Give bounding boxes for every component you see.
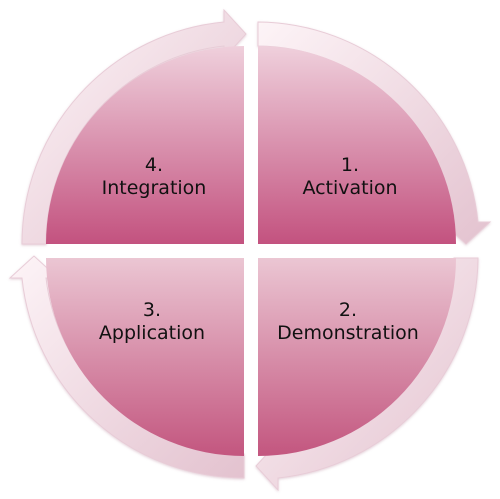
quadrant-1-label: Activation [302,177,397,199]
cycle-arrows [8,8,492,492]
quadrant-3-number: 3. [143,299,161,321]
quadrants [46,46,456,456]
quadrant-1-number: 1. [341,154,359,176]
arrow-top-icon [21,8,247,245]
quadrant-4-number: 4. [145,154,163,176]
quadrant-bottom-right [258,258,456,456]
quadrant-2-number: 2. [339,299,357,321]
quadrant-2-label: Demonstration [277,322,419,344]
quadrant-labels: 4. Integration 1. Activation 3. Applicat… [99,154,419,344]
quadrant-3-label: Application [99,322,205,344]
quadrant-top-left [46,46,244,244]
quadrant-4-label: Integration [102,177,207,199]
quadrant-top-right [258,46,456,244]
quadrant-bottom-left [46,258,244,456]
